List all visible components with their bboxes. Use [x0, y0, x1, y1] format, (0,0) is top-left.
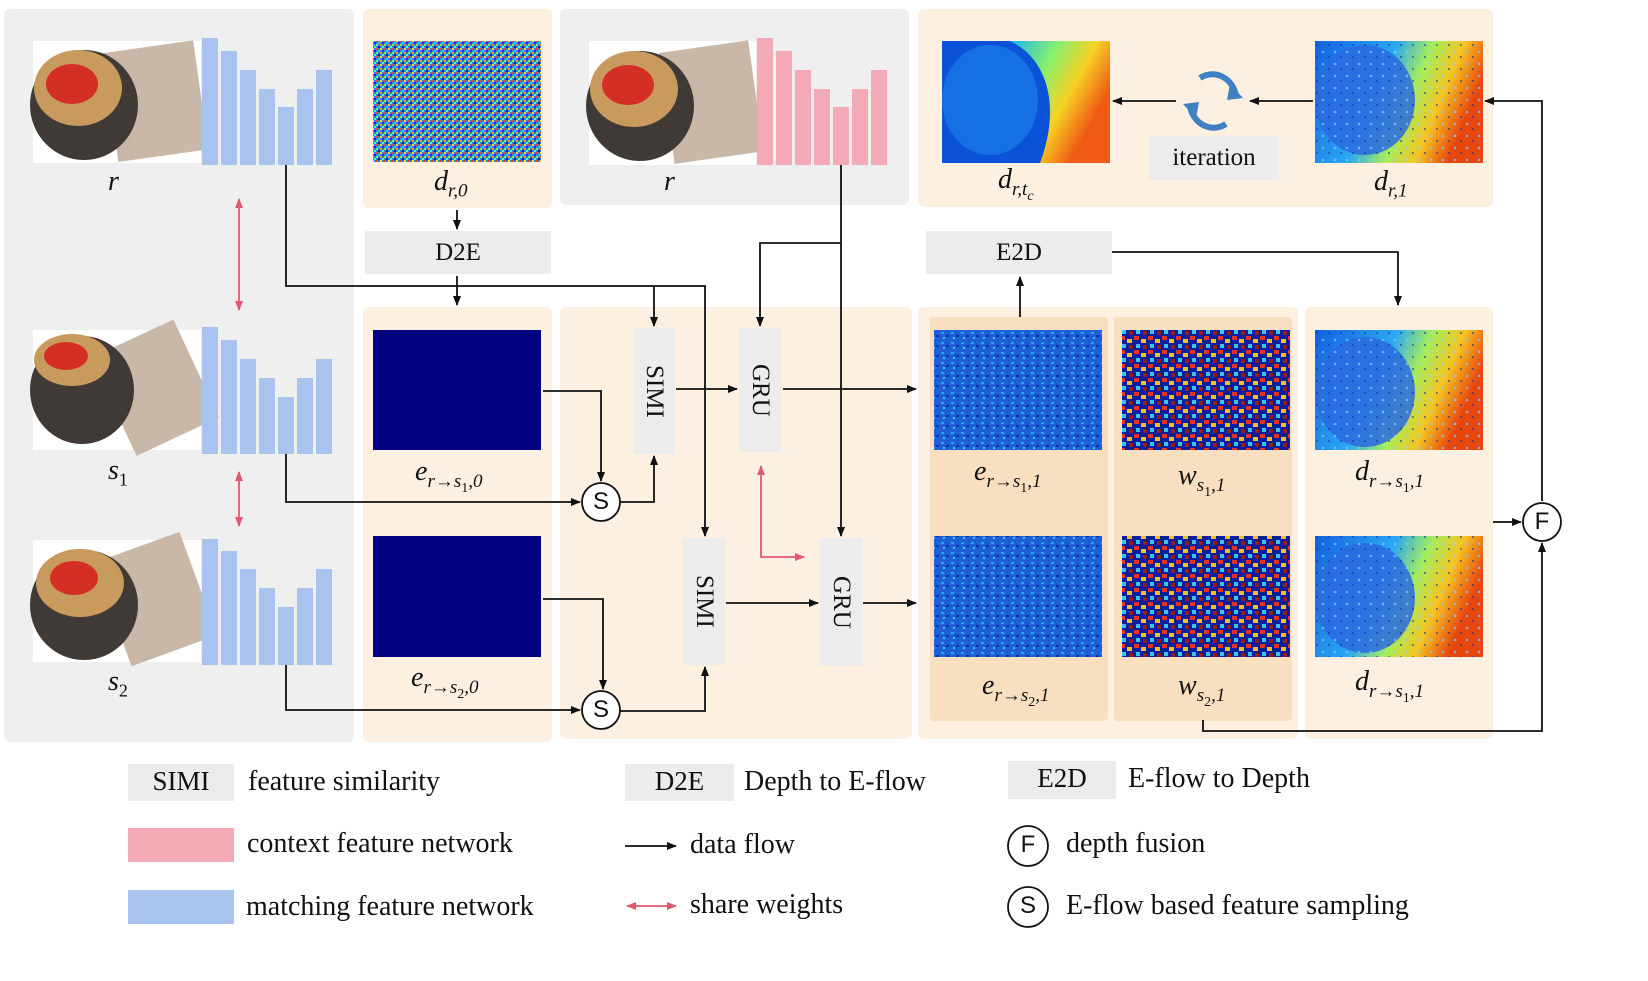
- image-s1: [30, 319, 220, 456]
- weight-map-s1: [1122, 330, 1290, 450]
- eflow-map-s2: [934, 536, 1102, 657]
- gru-box-1-bg: [739, 328, 781, 452]
- matching-bars-r: [202, 38, 332, 165]
- d2e-box-bg: [365, 231, 551, 274]
- label-r-context: r: [664, 166, 675, 197]
- update-panel: [560, 307, 912, 739]
- label-e-rs1-0: er→s1,0: [415, 456, 483, 496]
- e2d-box: E2D: [996, 238, 1042, 266]
- legend-simi-tag: SIMI: [152, 766, 210, 796]
- label-r-left: r: [108, 166, 119, 197]
- label-e-rs1-1: er→s1,1: [974, 456, 1042, 496]
- gru-box-1: GRU: [747, 363, 774, 417]
- legend-d2e-swatch: [625, 764, 734, 801]
- simi-box-2-bg: [683, 538, 725, 665]
- label-e-rs2-1: er→s2,1: [982, 670, 1050, 710]
- random-depth-map: [373, 41, 541, 162]
- legend-fusion-symbol: F: [1020, 831, 1036, 858]
- d2e-box: D2E: [435, 238, 481, 266]
- fusion-symbol: F: [1534, 508, 1550, 535]
- depth-map-tc: [942, 41, 1110, 163]
- legend-d2e-tag: D2E: [654, 766, 705, 796]
- fusion-circle: [1522, 502, 1562, 542]
- label-w-s1-1: ws1,1: [1178, 460, 1226, 500]
- simi-box-2: SIMI: [691, 575, 718, 628]
- legend-e2d-text: E-flow to Depth: [1128, 763, 1310, 794]
- label-d-r0: dr,0: [434, 166, 468, 202]
- image-s2: [30, 531, 218, 667]
- label-d-rs1-1-top: dr→s1,1: [1355, 456, 1425, 496]
- label-e-rs2-0: er→s2,0: [411, 662, 479, 702]
- eflow-init-s2: [373, 536, 541, 657]
- data-flow-arrows: [285, 97, 1546, 732]
- matching-bars-s1: [202, 327, 332, 454]
- legend-share-text: share weights: [690, 889, 844, 920]
- legend-context-text: context feature network: [247, 828, 513, 859]
- legend-simi-swatch: [128, 764, 234, 801]
- legend-fusion-circle: [1007, 825, 1049, 867]
- sampling-symbol-2: S: [592, 696, 609, 723]
- gru-box-2-bg: [820, 538, 862, 666]
- depth-map-rs1-top: [1315, 330, 1483, 450]
- image-r-context: [586, 40, 764, 165]
- iteration-box: iteration: [1172, 144, 1256, 171]
- legend-fusion-text: depth fusion: [1066, 828, 1206, 859]
- share-weight-arrows: [235, 198, 805, 561]
- legend-sampling-symbol: S: [1019, 892, 1036, 919]
- legend-matching-swatch: [128, 890, 234, 924]
- gru-box-2: GRU: [828, 575, 855, 629]
- simi-box-1-bg: [633, 328, 675, 454]
- legend-matching-text: matching feature network: [246, 891, 534, 922]
- label-s2: s2: [108, 666, 128, 701]
- e2d-box-bg: [926, 231, 1112, 274]
- sampling-symbol-1: S: [592, 488, 609, 515]
- depth-map-r1: [1315, 41, 1483, 163]
- label-s1: s1: [108, 455, 128, 490]
- iteration-box-bg: [1149, 136, 1279, 180]
- sampling-circle-2: [581, 690, 621, 730]
- legend-data-flow-text: data flow: [690, 829, 795, 860]
- legend-context-swatch: [128, 828, 234, 862]
- label-w-s2-1: ws2,1: [1178, 670, 1226, 710]
- legend-sampling-text: E-flow based feature sampling: [1066, 890, 1409, 921]
- label-d-rs1-1-bottom: dr→s1,1: [1355, 666, 1425, 706]
- legend-d2e-text: Depth to E-flow: [744, 766, 926, 797]
- eflow-init-s1: [373, 330, 541, 450]
- context-bars-r: [757, 38, 887, 165]
- image-r-left: [30, 40, 209, 163]
- matching-bars-s2: [202, 539, 332, 665]
- legend-simi-text: feature similarity: [248, 766, 441, 797]
- legend-e2d-swatch: [1008, 761, 1116, 799]
- legend-e2d-tag: E2D: [1037, 763, 1087, 793]
- depth-map-rs1-bottom: [1315, 536, 1483, 657]
- legend-sampling-circle: [1007, 886, 1049, 928]
- simi-box-1: SIMI: [641, 364, 668, 418]
- label-d-r1: dr,1: [1374, 166, 1408, 202]
- weight-map-s2: [1122, 536, 1290, 657]
- label-d-rtc: dr,tc: [998, 164, 1034, 204]
- eflow-map-s1: [934, 330, 1102, 450]
